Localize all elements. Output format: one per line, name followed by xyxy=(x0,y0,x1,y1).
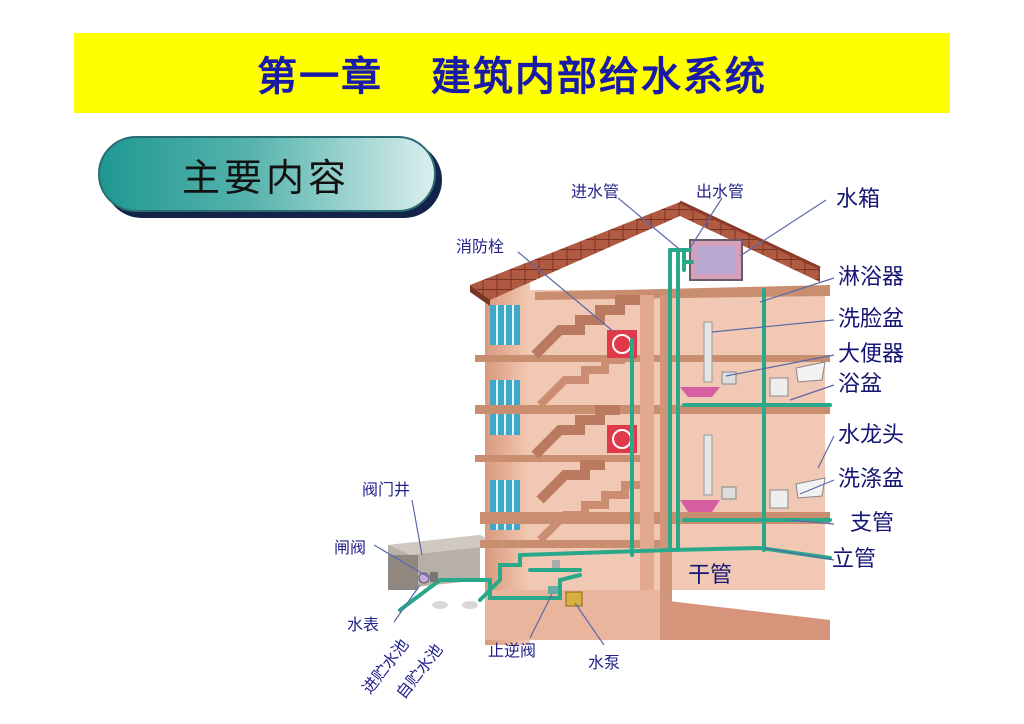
label-branch-pipe: 支管 xyxy=(850,511,894,536)
label-sink: 洗涤盆 xyxy=(838,467,904,492)
label-valve-well: 阀门井 xyxy=(362,480,410,499)
check-valve-icon xyxy=(548,586,558,594)
storage-tank-flow-icon xyxy=(432,601,478,609)
label-outlet-pipe: 出水管 xyxy=(696,182,744,201)
windows xyxy=(490,305,520,530)
label-water-pump: 水泵 xyxy=(588,653,620,672)
label-fire-hydrant: 消防栓 xyxy=(456,237,504,256)
water-tank xyxy=(690,240,742,280)
label-gate-valve: 闸阀 xyxy=(334,538,366,557)
label-water-tank: 水箱 xyxy=(836,187,880,212)
building xyxy=(475,280,830,645)
label-bathtub: 浴盆 xyxy=(838,372,882,397)
label-main-pipe: 干管 xyxy=(688,563,732,588)
label-inlet-pipe: 进水管 xyxy=(571,182,619,201)
label-riser-pipe: 立管 xyxy=(832,547,876,572)
label-shower: 淋浴器 xyxy=(838,265,904,290)
label-washbasin: 洗脸盆 xyxy=(838,307,904,332)
label-faucet: 水龙头 xyxy=(838,423,904,448)
label-toilet: 大便器 xyxy=(838,342,904,367)
label-water-meter: 水表 xyxy=(347,615,379,634)
gate-valve-icon xyxy=(430,572,438,582)
label-check-valve: 止逆阀 xyxy=(488,641,536,660)
